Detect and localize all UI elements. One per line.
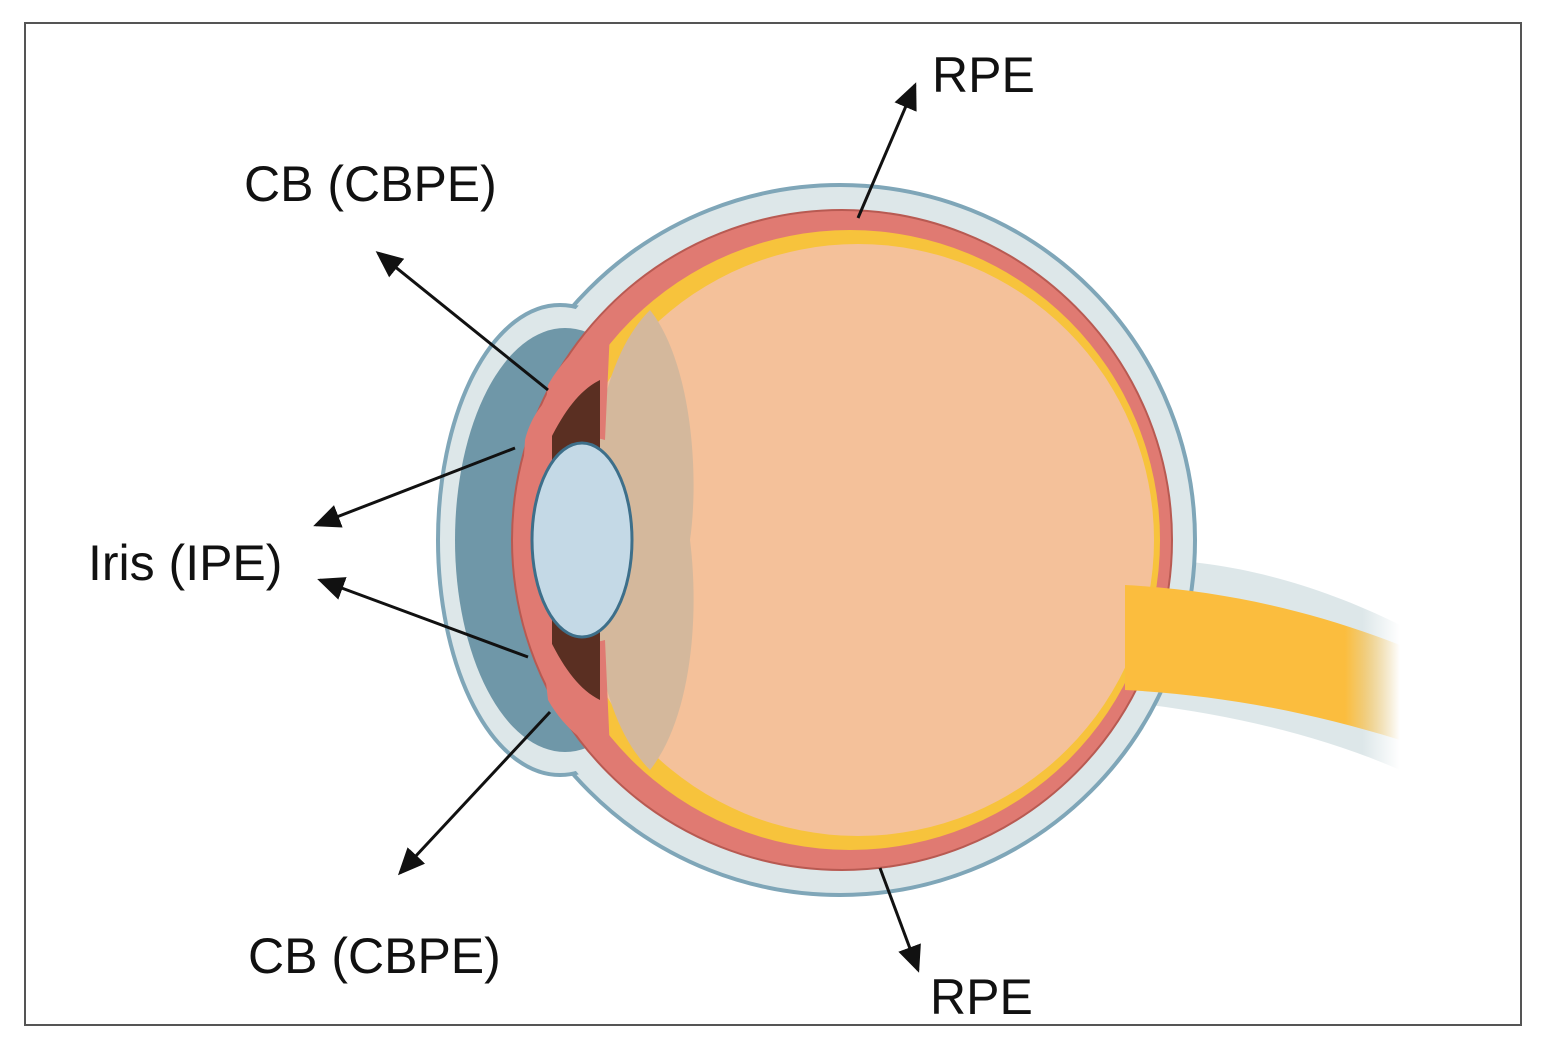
annotation-arrows	[313, 82, 921, 973]
label-rpe-bottom: RPE	[930, 969, 1033, 1025]
arrow-cb-top	[375, 251, 549, 392]
vitreous-anterior-zone	[590, 310, 694, 770]
label-iris: Iris (IPE)	[88, 535, 282, 591]
arrow-iris-top	[313, 446, 516, 528]
arrow-iris-bottom	[317, 577, 529, 659]
label-rpe-top: RPE	[932, 47, 1035, 103]
arrow-rpe-top	[856, 82, 917, 219]
label-cb-bottom: CB (CBPE)	[248, 928, 501, 984]
lens	[530, 441, 634, 639]
arrow-rpe-bottom	[878, 867, 921, 973]
vitreous-body	[562, 244, 1154, 836]
label-cb-top: CB (CBPE)	[244, 156, 497, 212]
arrow-cb-bottom	[397, 710, 552, 876]
optic-nerve	[1125, 585, 1400, 740]
